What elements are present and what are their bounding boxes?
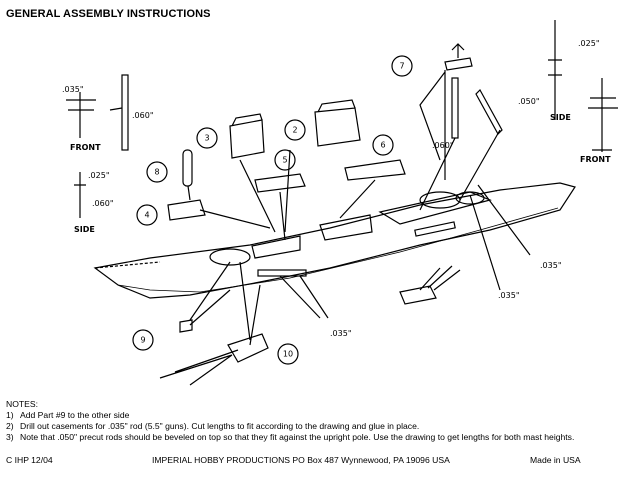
- dim-050: .050": [518, 97, 540, 106]
- part-6-shape: [344, 159, 406, 181]
- part-10-booms: [159, 349, 239, 386]
- forward-superstructure: [251, 235, 301, 259]
- view-side-left: SIDE: [74, 225, 95, 234]
- part-callout-4: [136, 204, 158, 226]
- footer-company: IMPERIAL HOBBY PRODUCTIONS PO Box 487 Wy…: [152, 455, 450, 465]
- dim-035-right: .035": [540, 261, 562, 270]
- note-number: 3): [6, 432, 14, 442]
- main-mast: [451, 77, 459, 139]
- side-mast-right: [548, 20, 562, 120]
- dim-060-mast: .060": [432, 141, 454, 150]
- dim-025-side: .025": [88, 171, 110, 180]
- dim-035-front: .035": [62, 85, 84, 94]
- right-gun-mount: [399, 265, 461, 305]
- dim-035-lower: .035": [330, 329, 352, 338]
- part-number-8: 8: [154, 168, 159, 177]
- part-number-6: 6: [380, 141, 385, 150]
- part-callout-6: [372, 134, 394, 156]
- view-front-right: FRONT: [580, 155, 611, 164]
- view-front-left: FRONT: [70, 143, 101, 152]
- part-callout-2: [284, 119, 306, 141]
- part-number-10: 10: [283, 350, 293, 359]
- note-number: 2): [6, 421, 14, 431]
- note-item: 1) Add Part #9 to the other side: [6, 410, 574, 421]
- part-10-boat: [227, 333, 269, 363]
- part-1-pole: [121, 74, 129, 151]
- aft-turret: [419, 191, 461, 209]
- note-text: Note that .050" precut rods should be be…: [20, 432, 575, 442]
- aft-turret-2: [455, 191, 485, 205]
- part-2-shape: [314, 99, 361, 147]
- ship-hull: [93, 182, 576, 299]
- part-number-9: 9: [140, 336, 145, 345]
- page-title: GENERAL ASSEMBLY INSTRUCTIONS: [6, 8, 211, 20]
- part-3-shape: [229, 113, 265, 159]
- part-9-shape: [179, 319, 193, 333]
- front-mast-right: [588, 78, 618, 152]
- part-callout-8: [146, 161, 168, 183]
- mid-superstructure: [319, 214, 373, 241]
- part-number-5: 5: [282, 156, 287, 165]
- note-item: 3) Note that .050" precut rods should be…: [6, 432, 574, 443]
- footer-copyright: C IHP 12/04: [6, 455, 53, 465]
- dim-035-bottom: .035": [498, 291, 520, 300]
- footer-made-in: Made in USA: [530, 455, 581, 465]
- notes-section: NOTES: 1) Add Part #9 to the other side …: [6, 399, 574, 443]
- hull-waterline: [117, 207, 559, 293]
- casement-row-forward: [257, 269, 307, 277]
- mast-strut: [475, 89, 503, 135]
- part-callout-3: [196, 127, 218, 149]
- part-4-shape: [167, 199, 206, 221]
- dim-025-topright: .025": [578, 39, 600, 48]
- part-number-3: 3: [204, 134, 209, 143]
- note-number: 1): [6, 410, 14, 420]
- note-item: 2) Drill out casements for .035" rod (5.…: [6, 421, 574, 432]
- front-mast-left: [66, 92, 96, 138]
- notes-heading: NOTES:: [6, 399, 38, 409]
- note-text: Drill out casements for .035" rod (5.5" …: [20, 421, 420, 431]
- part-5-shape: [254, 173, 306, 193]
- part-callout-5: [274, 149, 296, 171]
- view-side-right: SIDE: [550, 113, 571, 122]
- side-mast-left: [74, 172, 86, 218]
- aft-superstructure: [378, 191, 492, 225]
- part-callout-9: [132, 329, 154, 351]
- bow-rail: [94, 261, 161, 269]
- part-number-7: 7: [399, 62, 404, 71]
- part-callout-10: [277, 343, 299, 365]
- dim-060-pole: .060": [132, 111, 154, 120]
- leader-lines: [109, 70, 531, 346]
- forward-turret: [209, 248, 251, 266]
- part-callout-7: [391, 55, 413, 77]
- dim-060-side: .060": [92, 199, 114, 208]
- casement-row-aft: [414, 221, 456, 237]
- part-8-shape: [182, 149, 193, 187]
- note-text: Add Part #9 to the other side: [20, 410, 130, 420]
- part-number-2: 2: [292, 126, 297, 135]
- part-number-4: 4: [144, 211, 149, 220]
- part-7-shape: [444, 43, 473, 71]
